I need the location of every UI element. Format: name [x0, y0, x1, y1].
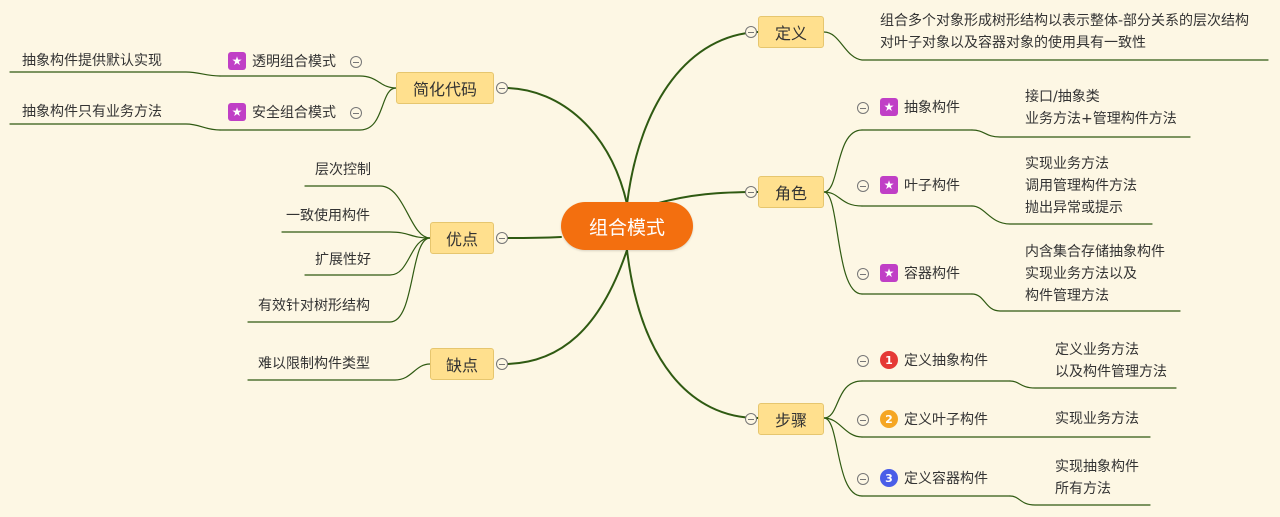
- step-3-line-2: 所有方法: [1055, 481, 1111, 497]
- topic-simplify[interactable]: 简化代码: [396, 72, 494, 104]
- role-2-line-2: 调用管理构件方法: [1025, 178, 1137, 194]
- topic-pros[interactable]: 优点: [430, 222, 494, 254]
- step-2-number-icon: 2: [880, 410, 898, 428]
- role-item-leaf[interactable]: ★ 叶子构件: [880, 175, 960, 195]
- role-3-line-1: 内含集合存储抽象构件: [1025, 244, 1165, 260]
- role-3-line-2: 实现业务方法以及: [1025, 266, 1137, 282]
- step-item-2[interactable]: 2 定义叶子构件: [880, 409, 988, 429]
- pros-item-2: 一致使用构件: [286, 208, 370, 224]
- star-icon: ★: [880, 98, 898, 116]
- root-topic[interactable]: 组合模式: [561, 202, 693, 250]
- collapse-cons-icon[interactable]: [496, 358, 508, 370]
- definition-line-2: 对叶子对象以及容器对象的使用具有一致性: [880, 35, 1146, 51]
- cons-item-1: 难以限制构件类型: [258, 356, 370, 372]
- branch-steps: [626, 249, 759, 419]
- role-3-line-3: 构件管理方法: [1025, 288, 1109, 304]
- collapse-steps-icon[interactable]: [745, 413, 757, 425]
- role-item-abstract[interactable]: ★ 抽象构件: [880, 97, 960, 117]
- pros-item-3: 扩展性好: [315, 252, 371, 268]
- star-icon: ★: [228, 52, 246, 70]
- step-2-line-1: 实现业务方法: [1055, 411, 1139, 427]
- role-2-line-3: 抛出异常或提示: [1025, 200, 1123, 216]
- collapse-role-1-icon[interactable]: [857, 102, 869, 114]
- branch-simplify: [507, 87, 628, 205]
- topic-steps[interactable]: 步骤: [758, 403, 824, 435]
- step-1-number-icon: 1: [880, 351, 898, 369]
- pros-item-4: 有效针对树形结构: [258, 298, 370, 314]
- collapse-step-1-icon[interactable]: [857, 355, 869, 367]
- role-item-container[interactable]: ★ 容器构件: [880, 263, 960, 283]
- definition-line-1: 组合多个对象形成树形结构以表示整体-部分关系的层次结构: [880, 13, 1250, 29]
- topic-definition[interactable]: 定义: [758, 16, 824, 48]
- role-1-line-1: 接口/抽象类: [1025, 89, 1100, 105]
- collapse-simplify-icon[interactable]: [496, 82, 508, 94]
- collapse-role-3-icon[interactable]: [857, 268, 869, 280]
- step-1-line-2: 以及构件管理方法: [1055, 364, 1167, 380]
- collapse-pros-icon[interactable]: [496, 232, 508, 244]
- link-definition-text: [823, 31, 1269, 61]
- simplify-item-safe[interactable]: ★ 安全组合模式: [228, 102, 336, 122]
- pros-item-1: 层次控制: [315, 162, 371, 178]
- step-3-line-1: 实现抽象构件: [1055, 459, 1139, 475]
- topic-cons[interactable]: 缺点: [430, 348, 494, 380]
- collapse-role-2-icon[interactable]: [857, 180, 869, 192]
- step-3-number-icon: 3: [880, 469, 898, 487]
- collapse-step-2-icon[interactable]: [857, 414, 869, 426]
- step-item-1[interactable]: 1 定义抽象构件: [880, 350, 988, 370]
- star-icon: ★: [880, 264, 898, 282]
- step-item-3[interactable]: 3 定义容器构件: [880, 468, 988, 488]
- star-icon: ★: [228, 103, 246, 121]
- role-2-line-1: 实现业务方法: [1025, 156, 1109, 172]
- branch-cons: [507, 249, 628, 365]
- role-1-line-2: 业务方法+管理构件方法: [1025, 111, 1177, 127]
- step-1-line-1: 定义业务方法: [1055, 342, 1139, 358]
- collapse-step-3-icon[interactable]: [857, 473, 869, 485]
- branch-definition: [626, 31, 759, 205]
- topic-roles[interactable]: 角色: [758, 176, 824, 208]
- collapse-definition-icon[interactable]: [745, 26, 757, 38]
- collapse-safe-icon[interactable]: [350, 107, 362, 119]
- transparent-note: 抽象构件提供默认实现: [22, 53, 162, 69]
- branch-pros: [507, 236, 562, 239]
- safe-note: 抽象构件只有业务方法: [22, 104, 162, 120]
- collapse-roles-icon[interactable]: [745, 186, 757, 198]
- simplify-item-transparent[interactable]: ★ 透明组合模式: [228, 51, 336, 71]
- collapse-transparent-icon[interactable]: [350, 56, 362, 68]
- star-icon: ★: [880, 176, 898, 194]
